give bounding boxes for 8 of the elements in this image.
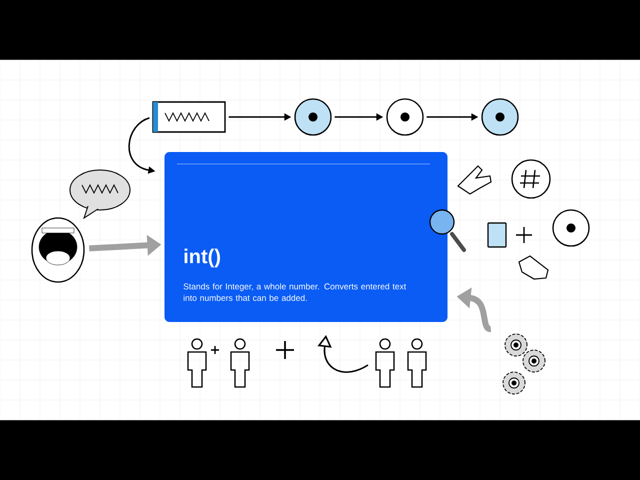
disc-icon (294, 98, 332, 136)
disc-icon (481, 98, 519, 136)
card-title: int() (184, 248, 220, 268)
open-mouth-drawing (31, 217, 85, 283)
card-description: Stands for Integer, a whole number. Converts entered text into numbers that can be added. (184, 283, 406, 301)
gears-drawing (502, 334, 546, 394)
scribble-box (152, 101, 226, 133)
disc-icon (386, 98, 424, 136)
